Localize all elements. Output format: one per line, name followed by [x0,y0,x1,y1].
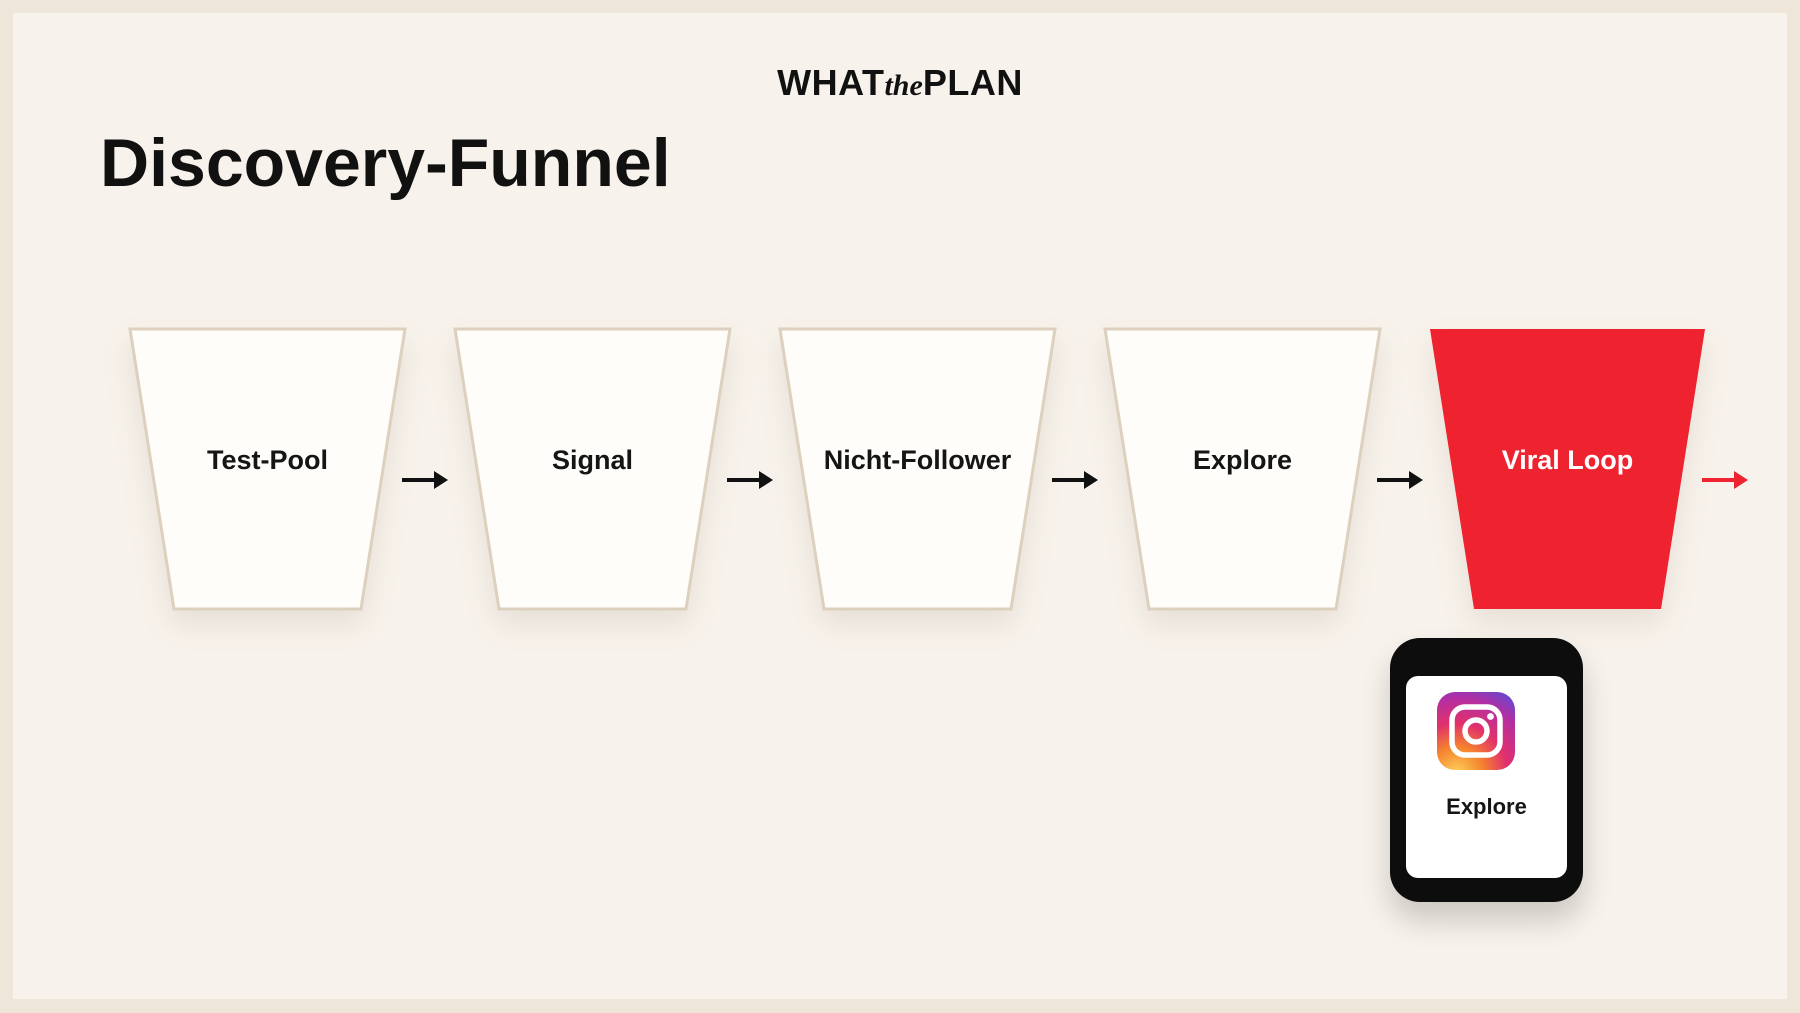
stage-shape [778,327,1057,611]
logo-what: WHAT [777,62,885,103]
page-title: Discovery-Funnel [100,125,671,201]
brand-logo: WHATthePLAN [13,65,1787,101]
card-label: Explore [1446,794,1527,819]
arrow-right-icon [1702,471,1748,489]
stage-label: Signal [551,445,633,475]
arrow-right-icon [1377,471,1423,489]
stage-label: Viral Loop [1501,445,1634,475]
arrow-right-icon [402,471,448,489]
card-screen: Explore [1406,676,1567,878]
logo-plan: PLAN [922,62,1023,103]
logo-the: the [884,69,923,102]
funnel-stage-signal: Signal [453,327,732,627]
funnel-stage-nicht-follower: Nicht-Follower [778,327,1057,627]
stage-shape [453,327,732,611]
funnel-stage-explore: Explore [1103,327,1382,627]
arrow-right-icon [1052,471,1098,489]
slide: WHATthePLAN Discovery-Funnel Test-Pool S… [13,13,1787,999]
stage-shape [1103,327,1382,611]
stage-label: Test-Pool [207,445,328,475]
stage-label: Explore [1192,445,1293,475]
explore-phone-card: Explore [1390,638,1583,902]
funnel-stage-test-pool: Test-Pool [128,327,407,627]
instagram-icon [1437,692,1515,770]
funnel-stage-viral-loop: Viral Loop [1428,327,1707,627]
stage-shape [128,327,407,611]
arrow-right-icon [727,471,773,489]
stage-label: Nicht-Follower [823,445,1012,475]
stage-shape [1430,329,1705,609]
